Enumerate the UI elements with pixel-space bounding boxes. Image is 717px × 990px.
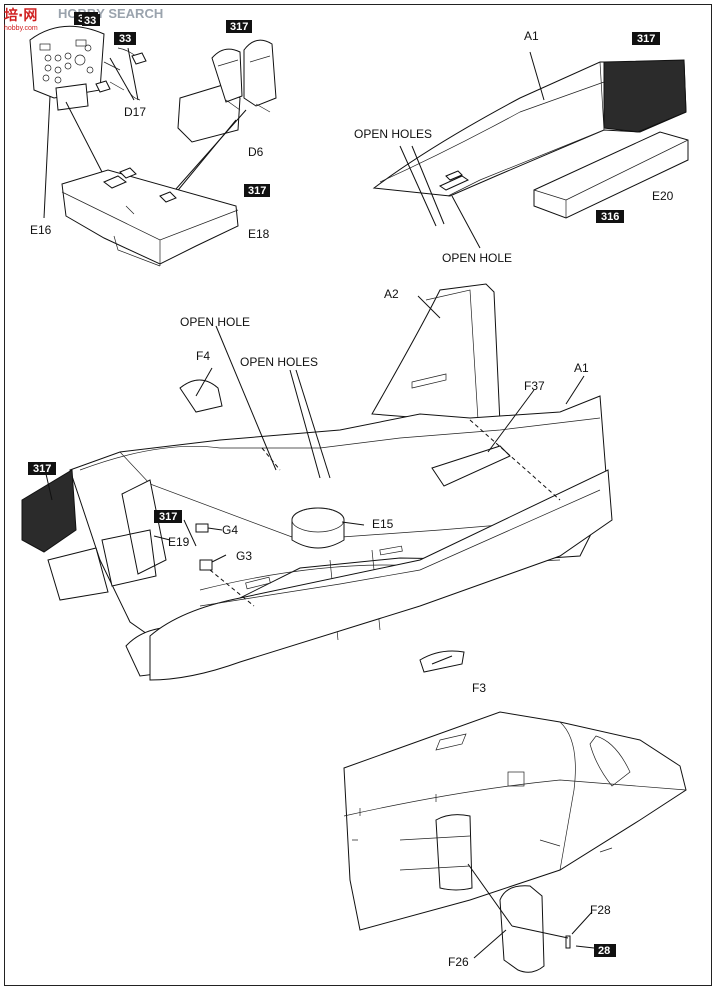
part-f3 xyxy=(419,650,465,673)
part-g4 xyxy=(195,523,209,533)
label-d6: D6 xyxy=(248,145,264,159)
cockpit-bulkhead-parts xyxy=(101,479,167,587)
label-e19: E19 xyxy=(168,535,190,549)
watermark-url: hobby.com xyxy=(4,25,38,32)
hatch-opening xyxy=(435,814,473,891)
rudder-pedal-parts xyxy=(95,52,147,93)
fuselage-lower-half xyxy=(149,469,613,681)
label-e18: E18 xyxy=(248,227,270,241)
cockpit-floor-part xyxy=(61,169,239,265)
step-main-fuselage xyxy=(21,283,613,681)
label-a2: A2 xyxy=(384,287,399,301)
label-open-hole-top: OPEN HOLE xyxy=(442,251,512,265)
nose-section-part xyxy=(343,711,687,931)
badge-28: 28 xyxy=(598,945,610,957)
door-f26 xyxy=(499,885,545,973)
reference-badges: 317 33 33 317 317 317 316 317 317 28 xyxy=(28,12,660,957)
badge-317-nose: 317 xyxy=(33,463,51,475)
badge-33-b: 33 xyxy=(84,15,96,27)
badge-33-a: 33 xyxy=(119,33,131,45)
bracket-part xyxy=(438,170,470,191)
label-f28: F28 xyxy=(590,903,611,917)
page-border xyxy=(4,4,712,986)
step-nose-hatch xyxy=(343,711,687,973)
seat-left-back xyxy=(211,48,243,103)
badge-317-seat: 317 xyxy=(230,21,248,33)
label-f3: F3 xyxy=(472,681,486,695)
watermark-text-en: HOBBY SEARCH xyxy=(58,6,163,21)
round-part-e15-side xyxy=(291,520,345,549)
tail-fin-a2 xyxy=(371,283,501,425)
badge-317-tray: 317 xyxy=(248,185,266,197)
console-block-part xyxy=(55,83,89,111)
label-f4: F4 xyxy=(196,349,210,363)
part-f4 xyxy=(179,379,223,413)
label-e16: E16 xyxy=(30,223,52,237)
seat-right-part xyxy=(243,39,277,107)
part-f28 xyxy=(565,935,571,949)
badge-316: 316 xyxy=(601,211,619,223)
part-f37 xyxy=(431,445,511,487)
badge-317-e19: 317 xyxy=(159,511,177,523)
label-d17: D17 xyxy=(124,105,146,119)
floor-detail-parts xyxy=(103,167,177,203)
part-g3 xyxy=(199,559,213,571)
label-g4: G4 xyxy=(222,523,238,537)
watermark-text-cn: 培·网 xyxy=(4,7,37,24)
step-cockpit-tub xyxy=(29,25,277,267)
label-open-holes-top: OPEN HOLES xyxy=(354,127,432,141)
label-g3: G3 xyxy=(236,549,252,563)
label-f26: F26 xyxy=(448,955,469,969)
label-e20: E20 xyxy=(652,189,674,203)
label-a1-top: A1 xyxy=(524,29,539,43)
cockpit-lower-part xyxy=(47,547,109,601)
label-open-hole-mid: OPEN HOLE xyxy=(180,315,250,329)
label-open-holes-mid: OPEN HOLES xyxy=(240,355,318,369)
label-f37: F37 xyxy=(524,379,545,393)
badge-317-fuselage: 317 xyxy=(637,33,655,45)
step-fuselage-tray xyxy=(372,51,689,249)
label-e15: E15 xyxy=(372,517,394,531)
interior-dark-panel-nose xyxy=(21,469,77,553)
part-labels: D17 D6 E16 E18 A1 OPEN HOLES OPEN HOLE E… xyxy=(30,29,674,969)
interior-dark-panel-top xyxy=(603,59,687,133)
label-a1-mid: A1 xyxy=(574,361,589,375)
